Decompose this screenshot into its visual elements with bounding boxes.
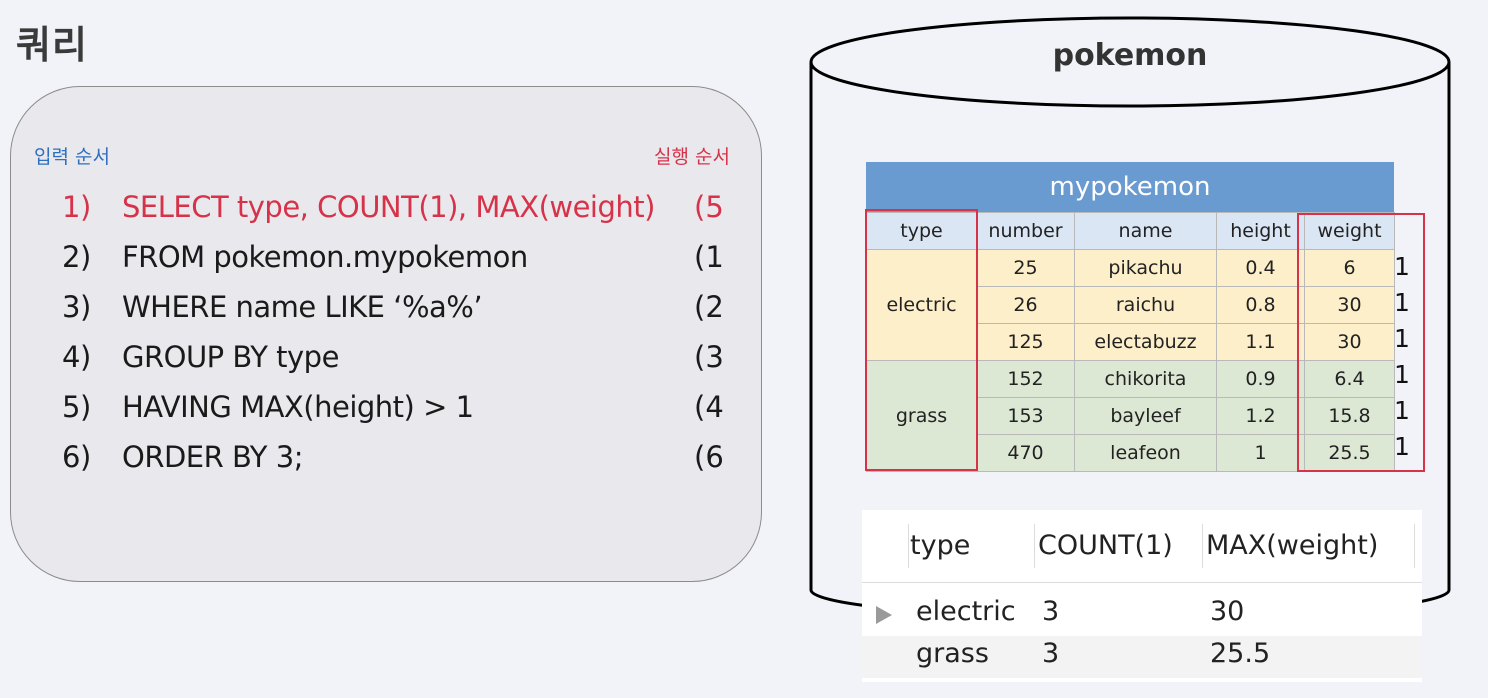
height-cell: 1.1 (1216, 323, 1305, 361)
name-cell: leafeon (1074, 434, 1217, 472)
result-cell: electric (916, 596, 1016, 627)
line-number: 1) (62, 190, 91, 224)
line-text: GROUP BY type (122, 340, 339, 374)
result-cell: 3 (1042, 596, 1060, 627)
count-mark: 1 (1394, 432, 1410, 461)
result-cell: grass (916, 638, 989, 669)
height-cell: 1.2 (1216, 397, 1305, 435)
line-number: 4) (62, 340, 91, 374)
weight-cell: 30 (1304, 323, 1395, 361)
row-pointer-icon (876, 606, 892, 624)
line-number: 2) (62, 240, 91, 274)
query-line: 3) WHERE name LIKE ‘%a%’ (62, 290, 483, 324)
column-header: height (1216, 212, 1305, 250)
table-row: grass 152 chikorita 0.9 6.4 (866, 360, 1395, 472)
column-divider (1034, 524, 1035, 568)
query-line: 6) ORDER BY 3; (62, 440, 303, 474)
table-row: 125 electabuzz 1.1 30 (867, 323, 1395, 361)
line-text: HAVING MAX(height) > 1 (122, 390, 474, 424)
result-grid: type COUNT(1) MAX(weight) electric 3 30 … (862, 510, 1422, 682)
query-box (10, 86, 762, 582)
result-header: type COUNT(1) MAX(weight) (862, 510, 1422, 583)
table-name: mypokemon (866, 162, 1394, 212)
number-cell: 26 (976, 286, 1075, 324)
result-row[interactable]: grass 3 25.5 (862, 636, 1422, 678)
number-cell: 25 (976, 249, 1075, 287)
count-mark: 1 (1394, 252, 1410, 281)
exec-order-value: (2 (694, 290, 724, 324)
exec-order-value: (5 (694, 190, 724, 224)
height-cell: 0.9 (1216, 360, 1305, 398)
weight-cell: 6 (1304, 249, 1395, 287)
line-number: 6) (62, 440, 91, 474)
column-header: number (976, 212, 1075, 250)
exec-order-value: (3 (694, 340, 724, 374)
number-cell: 153 (976, 397, 1075, 435)
number-cell: 152 (976, 360, 1075, 398)
count-mark: 1 (1394, 324, 1410, 353)
type-column-highlight (865, 209, 978, 471)
name-cell: bayleef (1074, 397, 1217, 435)
result-column-header: MAX(weight) (1206, 530, 1379, 561)
count-mark: 1 (1394, 396, 1410, 425)
weight-cell: 15.8 (1304, 397, 1395, 435)
result-column-header: type (910, 530, 971, 561)
column-header: type (866, 212, 977, 250)
query-line: 2) FROM pokemon.mypokemon (62, 240, 528, 274)
page-title: 쿼리 (16, 23, 88, 67)
type-cell: grass (866, 360, 977, 472)
column-divider (1202, 524, 1203, 568)
column-divider (908, 524, 909, 568)
column-header: name (1074, 212, 1217, 250)
height-cell: 0.8 (1216, 286, 1305, 324)
query-line: 5) HAVING MAX(height) > 1 (62, 390, 474, 424)
query-line: 4) GROUP BY type (62, 340, 339, 374)
line-text: FROM pokemon.mypokemon (122, 240, 528, 274)
name-cell: chikorita (1074, 360, 1217, 398)
line-text: SELECT type, COUNT(1), MAX(weight) (122, 190, 655, 224)
line-text: WHERE name LIKE ‘%a%’ (122, 290, 483, 324)
height-cell: 1 (1216, 434, 1305, 472)
column-header: weight (1304, 212, 1395, 250)
pokemon-table: type number name height weight electric … (866, 212, 1395, 472)
number-cell: 125 (976, 323, 1075, 361)
column-divider (1414, 524, 1415, 568)
result-cell: 3 (1042, 638, 1060, 669)
weight-cell: 25.5 (1304, 434, 1395, 472)
line-number: 3) (62, 290, 91, 324)
line-number: 5) (62, 390, 91, 424)
number-cell: 470 (976, 434, 1075, 472)
weight-column-highlight (1297, 213, 1425, 472)
input-order-label: 입력 순서 (34, 146, 110, 168)
count-mark: 1 (1394, 360, 1410, 389)
result-cell: 25.5 (1210, 638, 1271, 669)
name-cell: raichu (1074, 286, 1217, 324)
table-row: 153 bayleef 1.2 15.8 (867, 397, 1395, 435)
line-text: ORDER BY 3; (122, 440, 303, 474)
exec-order-value: (6 (694, 440, 724, 474)
name-cell: electabuzz (1074, 323, 1217, 361)
table-row: 26 raichu 0.8 30 (867, 286, 1395, 324)
name-cell: pikachu (1074, 249, 1217, 287)
count-mark: 1 (1394, 288, 1410, 317)
weight-cell: 30 (1304, 286, 1395, 324)
result-row[interactable]: electric 3 30 (862, 594, 1422, 636)
weight-cell: 6.4 (1304, 360, 1395, 398)
exec-order-label: 실행 순서 (654, 146, 730, 168)
result-column-header: COUNT(1) (1038, 530, 1173, 561)
table-header-row: type number name height weight (866, 212, 1395, 250)
exec-order-value: (1 (694, 240, 724, 274)
query-line: 1) SELECT type, COUNT(1), MAX(weight) (62, 190, 655, 224)
exec-order-value: (4 (694, 390, 724, 424)
table-row: 470 leafeon 1 25.5 (867, 434, 1395, 472)
height-cell: 0.4 (1216, 249, 1305, 287)
database-name: pokemon (1052, 38, 1208, 73)
result-cell: 30 (1210, 596, 1245, 627)
